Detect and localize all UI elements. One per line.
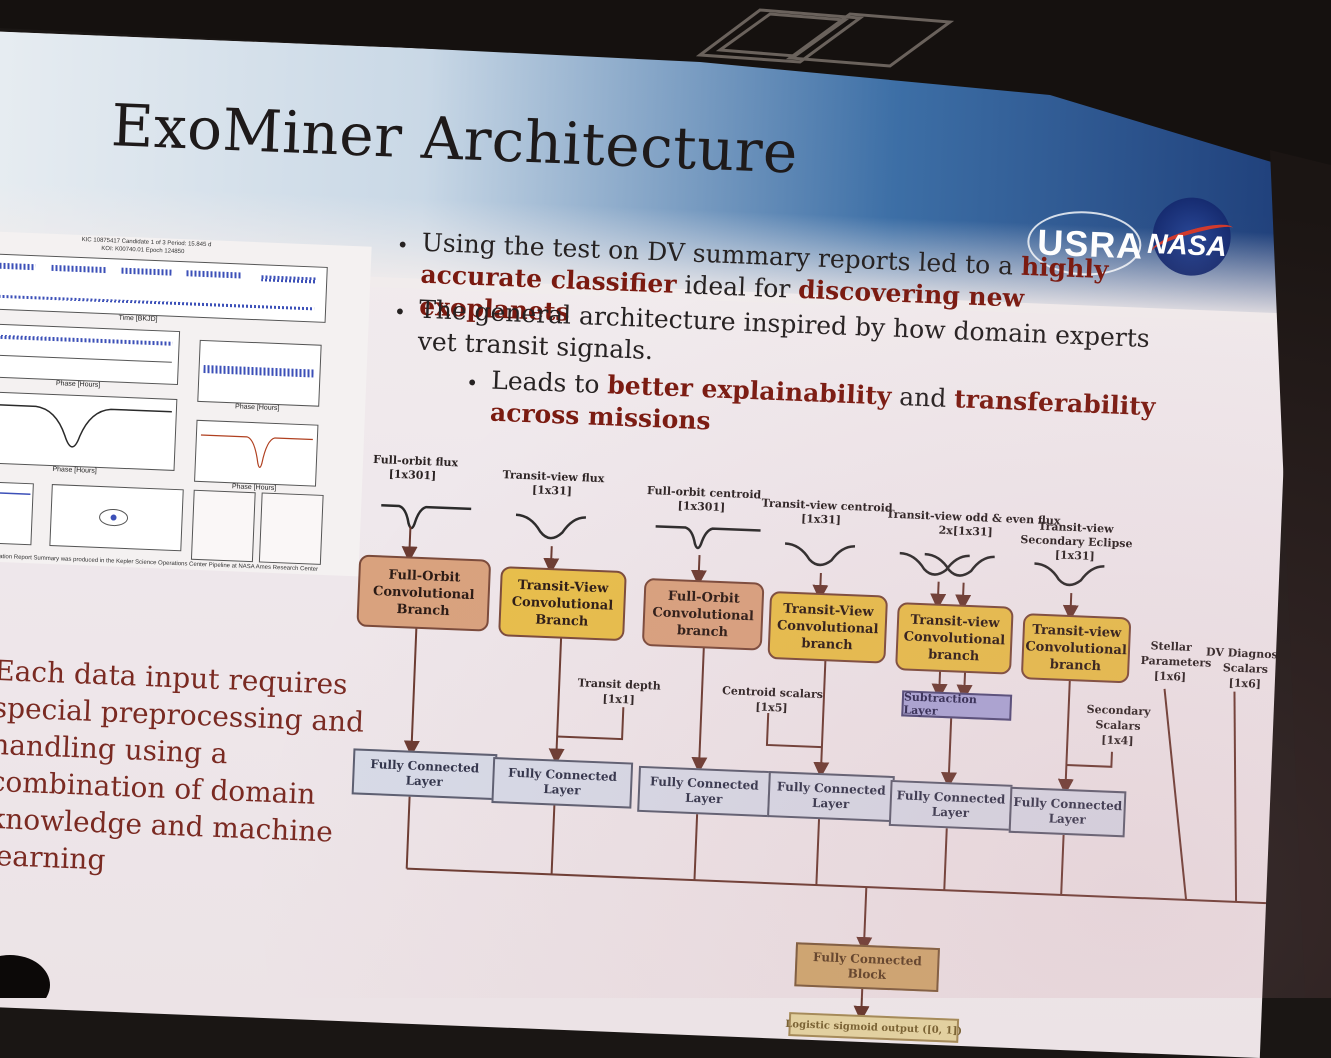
bullet-mark: •: [394, 300, 407, 324]
report-panel-secondary: [197, 340, 321, 407]
report-small-transit: [0, 481, 33, 544]
report-data-dots: [186, 270, 241, 278]
report-panel-centroid: [49, 484, 183, 551]
report-panel-small-transit: [0, 480, 34, 545]
dv-report-thumbnail: KIC 10875417 Candidate 1 of 3 Period: 15…: [0, 231, 372, 577]
report-panel-odd-even: [194, 420, 318, 487]
report-data-dots: [0, 334, 173, 346]
report-data-dots: [203, 365, 313, 377]
report-data-dots: [121, 268, 171, 276]
extra-input-label: Parameters: [1140, 653, 1201, 670]
input-label: Transit-view Secondary Eclipse [1x31]: [1020, 519, 1132, 565]
report-panel-transit: [0, 391, 177, 471]
bullet-mark: •: [396, 233, 409, 257]
input-label: Full-orbit centroid [1x301]: [646, 484, 757, 516]
scalar-input-centroid: Centroid scalars [1x5]: [721, 683, 822, 717]
report-panel-diagnostics: [259, 492, 324, 564]
report-odd-even-curve: [195, 421, 317, 486]
photo-stage: ExoMiner Architecture USRA NASA KIC 1087…: [0, 0, 1331, 998]
extra-input-stellar: Stellar Parameters [1x6]: [1140, 638, 1202, 685]
report-fit-line: [0, 354, 172, 363]
extra-input-dimension: [1x6]: [1140, 668, 1201, 685]
bullet-text: Leads to: [491, 366, 608, 400]
report-panel-stats: [191, 490, 256, 562]
report-transit-curve: [0, 392, 176, 470]
scalar-dimension: [1x4]: [1082, 732, 1153, 750]
extra-input-label: DV Diagnostic: [1206, 645, 1287, 663]
extra-input-dv-diagnostic: DV Diagnostic Scalars [1x6]: [1205, 645, 1287, 693]
report-data-dots: [51, 265, 106, 273]
report-axis-label: Phase [Hours]: [52, 466, 97, 475]
architecture-diagram: Full-orbit flux [1x301] Transit-view flu…: [360, 447, 1299, 1058]
report-data-dots: [0, 262, 36, 270]
report-panel-phase-folded: [0, 323, 180, 385]
report-centroid-plot: [50, 485, 182, 550]
report-panel-full-lightcurve: [0, 253, 328, 323]
report-header-line: KOI: K00740.01 Epoch 124850: [101, 246, 184, 255]
subtraction-layer: Subtraction Layer: [901, 690, 1012, 720]
scalar-input-secondary: Secondary Scalars [1x4]: [1082, 702, 1154, 750]
input-label: Transit-view flux [1x31]: [502, 468, 603, 500]
ceiling-fixture: [700, 10, 950, 66]
scalar-label: Secondary: [1083, 702, 1154, 720]
input-label: Full-orbit flux [1x301]: [372, 453, 453, 484]
bullet-text: and: [891, 382, 955, 414]
report-axis-label: Phase [Hours]: [56, 380, 101, 389]
extra-input-dimension: [1x6]: [1205, 674, 1286, 692]
report-data-dots: [261, 275, 316, 283]
report-axis-label: Phase [Hours]: [235, 403, 280, 412]
sub-bullet-mark: •: [466, 371, 479, 395]
presentation-slide: ExoMiner Architecture USRA NASA KIC 1087…: [0, 30, 1299, 1058]
side-text-block: Each data input requires special preproc…: [0, 652, 395, 890]
report-data-dots: [0, 294, 314, 311]
scalar-input-transit-depth: Transit depth [1x1]: [573, 675, 664, 709]
bullet-text: ideal for: [676, 270, 799, 304]
input-label: Transit-view centroid [1x31]: [761, 497, 882, 530]
report-axis-label: Time [BKJD]: [118, 315, 157, 324]
